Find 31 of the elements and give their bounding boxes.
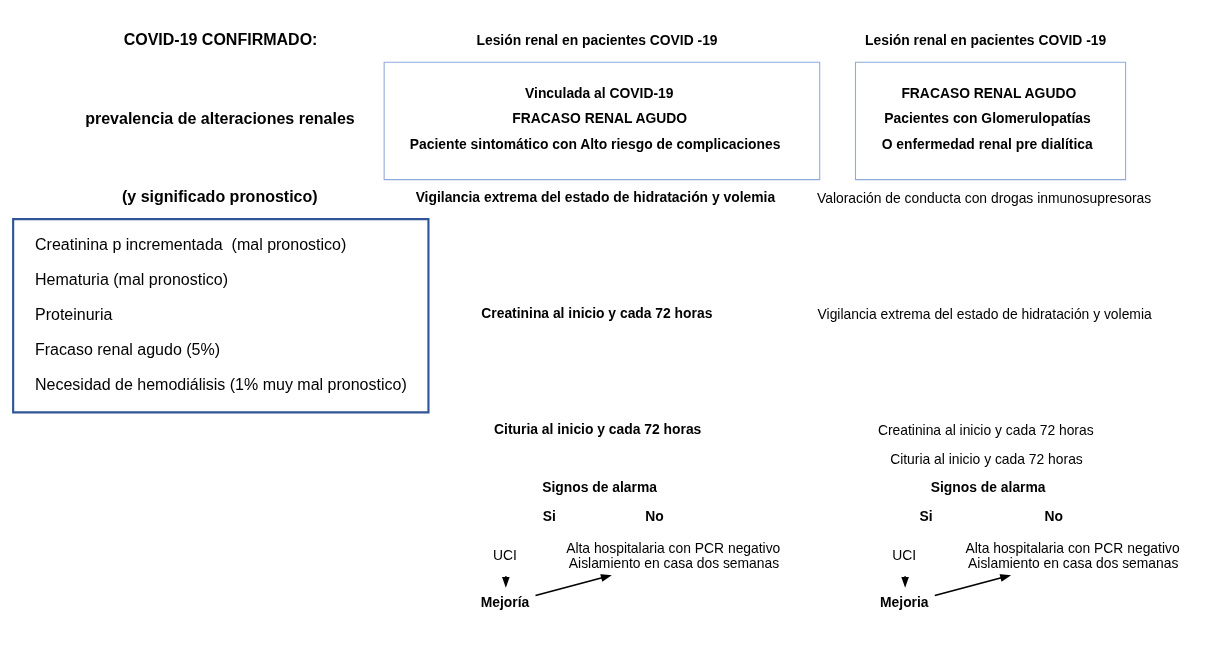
label: Signos de alarma (542, 478, 657, 495)
label: Creatinina al inicio y cada 72 horas (877, 422, 1094, 439)
label: Lesión renal en pacientes COVID -19 (476, 31, 718, 48)
label: Vigilancia extrema del estado de hidratación y volemia (817, 306, 1152, 323)
arrow (901, 575, 909, 588)
label: No (1044, 507, 1063, 524)
label: Cituria al inicio y cada 72 horas (890, 451, 1083, 468)
label: (y significado pronostico) (122, 188, 318, 206)
label: COVID-19 CONFIRMADO: (123, 31, 318, 49)
node-text: Alta hospitalaria con PCR negativo Aislamiento en casa dos semanas (566, 539, 781, 571)
node-box: Creatinina p incrementada (mal pronostico) Hematuria (mal pronostico) Proteinuria Fracaso renal agudo (5%) Necesidad de hemodiálisis (1% muy mal pronostico) (12, 218, 430, 414)
label: Valoración de conducta con drogas inmunosupresoras (817, 189, 1152, 206)
arrow (502, 575, 510, 588)
node-text: Mejoria (880, 594, 929, 611)
label: Vigilancia extrema del estado de hidratación y volemia (415, 188, 776, 205)
node-text: UCI (892, 547, 917, 564)
label: Creatinina al inicio y cada 72 horas (481, 305, 713, 322)
label: No (645, 507, 664, 524)
label: Lesión renal en pacientes COVID -19 (865, 31, 1107, 48)
label: Cituria al inicio y cada 72 horas (494, 421, 702, 438)
node-text: UCI (493, 547, 517, 564)
node-text: Alta hospitalaria con PCR negativo Aislamiento en casa dos semanas (965, 539, 1180, 571)
arrow (534, 574, 612, 597)
label: Si (542, 507, 556, 524)
node-box: Vinculada al COVID-19 FRACASO RENAL AGUDO Paciente sintomático con Alto riesgo de complicaciones (383, 61, 821, 181)
label: Si (919, 507, 933, 524)
node-box: FRACASO RENAL AGUDO Pacientes con Glomerulopatías O enfermedad renal pre dialítica (854, 61, 1127, 181)
node-text: Mejoría (480, 594, 530, 611)
arrow (933, 574, 1012, 597)
label: prevalencia de alteraciones renales (85, 109, 355, 127)
label: Signos de alarma (930, 478, 1046, 495)
